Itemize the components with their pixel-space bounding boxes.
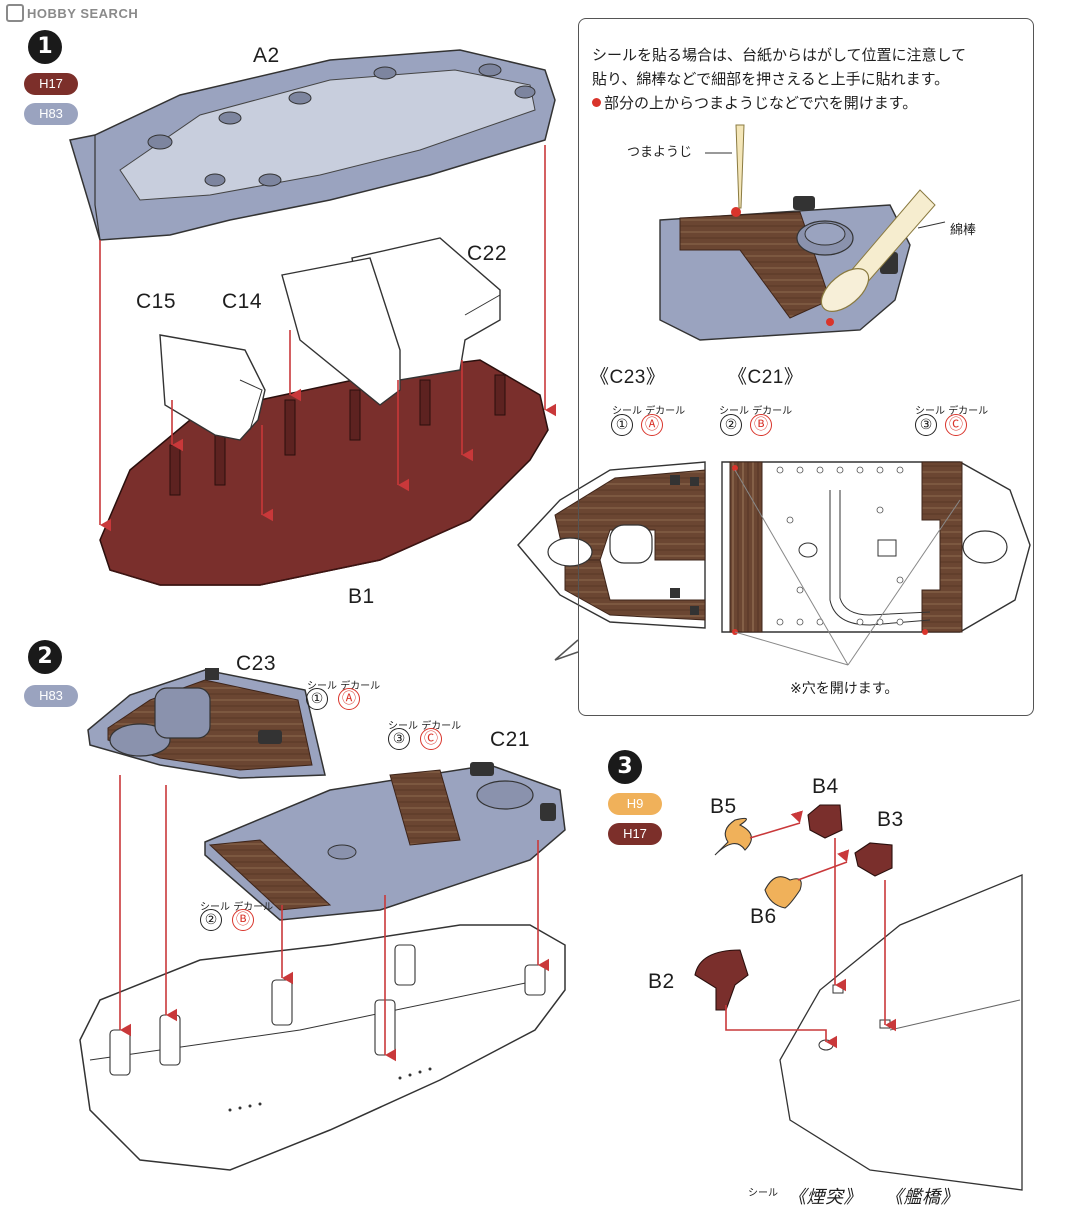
seal-number-3: ③ xyxy=(915,414,937,436)
label-c23-plan: 《C23》 xyxy=(590,367,666,388)
part-c14-bulkhead xyxy=(281,257,401,406)
footer-seal-caption: シール xyxy=(748,1188,778,1199)
callout-pointer xyxy=(554,639,579,661)
c21-deck-plan xyxy=(721,461,1031,666)
paint-code: 17 xyxy=(632,826,647,841)
info-text-line-2: 貼り、綿棒などで細部を押さえると上手に貼れます。 xyxy=(592,70,950,88)
label-c23: C23 xyxy=(236,652,277,675)
seal-decal-caption-2: シール デカール xyxy=(719,406,793,417)
seal-number-2: ② xyxy=(200,909,222,931)
red-dot-icon xyxy=(592,98,601,107)
seal-decal-caption-c: シール デカール xyxy=(388,721,462,732)
c23-deck-plan xyxy=(517,461,706,629)
part-b2-rudder xyxy=(694,949,749,1011)
seal-number-2: ② xyxy=(720,414,742,436)
paint-code: 83 xyxy=(48,106,63,121)
paint-badge-h83: H83 xyxy=(24,685,78,707)
label-a2: A2 xyxy=(253,44,280,67)
label-c21-plan: 《C21》 xyxy=(728,367,804,388)
hole-note: ※穴を開けます。 xyxy=(790,681,899,697)
footer-funnel-label: 《煙突》 xyxy=(788,1187,862,1207)
paint-code: 9 xyxy=(636,796,644,811)
label-c22: C22 xyxy=(467,242,508,265)
part-c15-bulkhead xyxy=(159,334,266,441)
label-b2: B2 xyxy=(648,970,675,993)
part-c23-deck xyxy=(87,668,326,779)
paint-badge-h17: H17 xyxy=(608,823,662,845)
label-b1: B1 xyxy=(348,585,375,608)
decal-letter-b: Ⓑ xyxy=(232,909,254,931)
part-c21-deck xyxy=(204,762,566,921)
seal-number-1: ① xyxy=(306,688,328,710)
seal-decal-caption-a: シール デカール xyxy=(307,681,381,692)
part-b4-shaft xyxy=(807,804,843,839)
part-b6-propeller xyxy=(764,876,802,909)
decal-letter-c: Ⓒ xyxy=(420,728,442,750)
step-2-number: 2 xyxy=(28,640,62,674)
paint-badge-h83: H83 xyxy=(24,103,78,125)
footer-bridge-label: 《艦橋》 xyxy=(885,1187,959,1207)
decal-letter-a: Ⓐ xyxy=(338,688,360,710)
watermark-logo-icon xyxy=(6,4,24,22)
decal-letter-b: Ⓑ xyxy=(750,414,772,436)
step-3-number: 3 xyxy=(608,750,642,784)
swab-label: 綿棒 xyxy=(950,223,977,238)
part-a2-upper-hull xyxy=(69,49,556,241)
step-1-number: 1 xyxy=(28,30,62,64)
toothpick-label: つまようじ xyxy=(627,145,693,160)
decal-letter-c: Ⓒ xyxy=(945,414,967,436)
seal-decal-caption-3: シール デカール xyxy=(915,406,989,417)
step2-white-hull xyxy=(79,924,566,1171)
label-c15: C15 xyxy=(136,290,177,313)
part-b5-propeller xyxy=(714,817,752,856)
step3-arrows xyxy=(725,810,897,1049)
paint-badge-h17: H17 xyxy=(24,73,78,95)
seal-number-1: ① xyxy=(611,414,633,436)
label-c14: C14 xyxy=(222,290,263,313)
label-b6: B6 xyxy=(750,905,777,928)
paint-code: 17 xyxy=(48,76,63,91)
watermark: HOBBY SEARCH xyxy=(6,4,138,22)
seal-decal-caption-1: シール デカール xyxy=(612,406,686,417)
label-b5: B5 xyxy=(710,795,737,818)
paint-code: 83 xyxy=(48,688,63,703)
info-text-line-1: シールを貼る場合は、台紙からはがして位置に注意して xyxy=(592,46,967,64)
step1-arrows xyxy=(99,145,557,532)
part-b3-shaft xyxy=(854,842,893,877)
step2-arrows xyxy=(119,775,550,1062)
label-c21: C21 xyxy=(490,728,531,751)
step3-hull-rear xyxy=(779,874,1023,1191)
seal-decal-caption-b: シール デカール xyxy=(200,902,274,913)
decal-instructions-box xyxy=(578,18,1034,716)
label-b4: B4 xyxy=(812,775,839,798)
info-text-line-3: 部分の上からつまようじなどで穴を開けます。 xyxy=(592,90,917,116)
label-b3: B3 xyxy=(877,808,904,831)
deck-closeup xyxy=(659,124,946,341)
seal-number-3: ③ xyxy=(388,728,410,750)
paint-badge-h9: H9 xyxy=(608,793,662,815)
decal-letter-a: Ⓐ xyxy=(641,414,663,436)
